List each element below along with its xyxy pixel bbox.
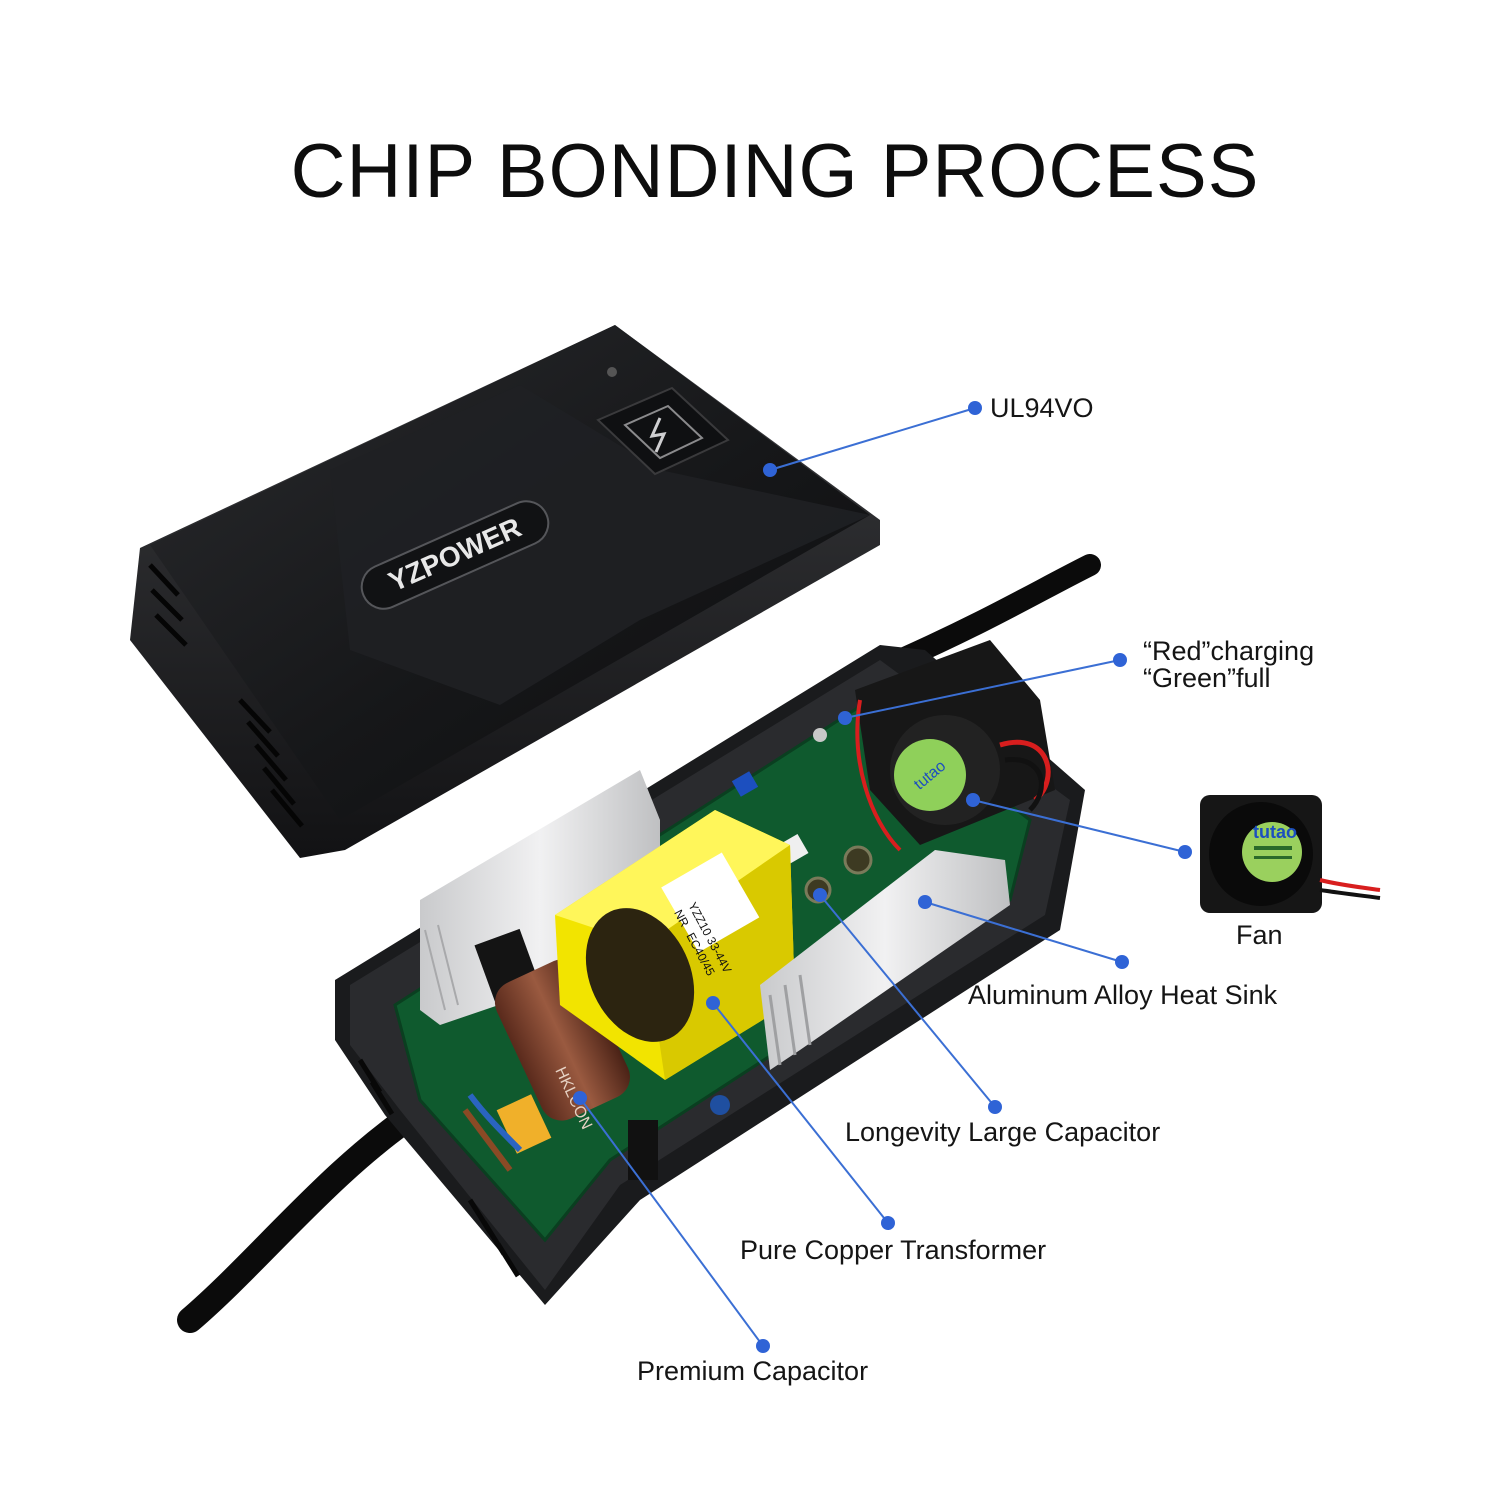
- fan-product-image: tutao: [1200, 795, 1381, 913]
- callout-transformer: Pure Copper Transformer: [740, 1235, 1047, 1265]
- page-title: CHIP BONDING PROCESS: [290, 129, 1260, 214]
- callout-led-red: “Red”charging: [1143, 636, 1315, 666]
- housing-lid: YZPOWER: [130, 325, 880, 858]
- power-cables: [177, 554, 1101, 1333]
- callout-dots: [573, 401, 1192, 1353]
- callout-premium-capacitor: Premium Capacitor: [637, 1356, 869, 1386]
- callout-large-capacitor: Longevity Large Capacitor: [845, 1117, 1161, 1147]
- callout-heat-sink: Aluminum Alloy Heat Sink: [968, 980, 1278, 1010]
- heat-sink-right: [760, 850, 1010, 1070]
- callout-led-green: “Green”full: [1143, 663, 1271, 693]
- callout-ul94vo: UL94VO: [990, 393, 1094, 423]
- transformer-part: YZZ10 33-44V NR EC40/45: [555, 810, 795, 1080]
- internal-fan: tutao: [855, 640, 1055, 852]
- callout-fan: Fan: [1236, 920, 1283, 950]
- callout-lines: [579, 407, 1186, 1347]
- fan-thumbnail-logo: tutao: [1253, 822, 1297, 842]
